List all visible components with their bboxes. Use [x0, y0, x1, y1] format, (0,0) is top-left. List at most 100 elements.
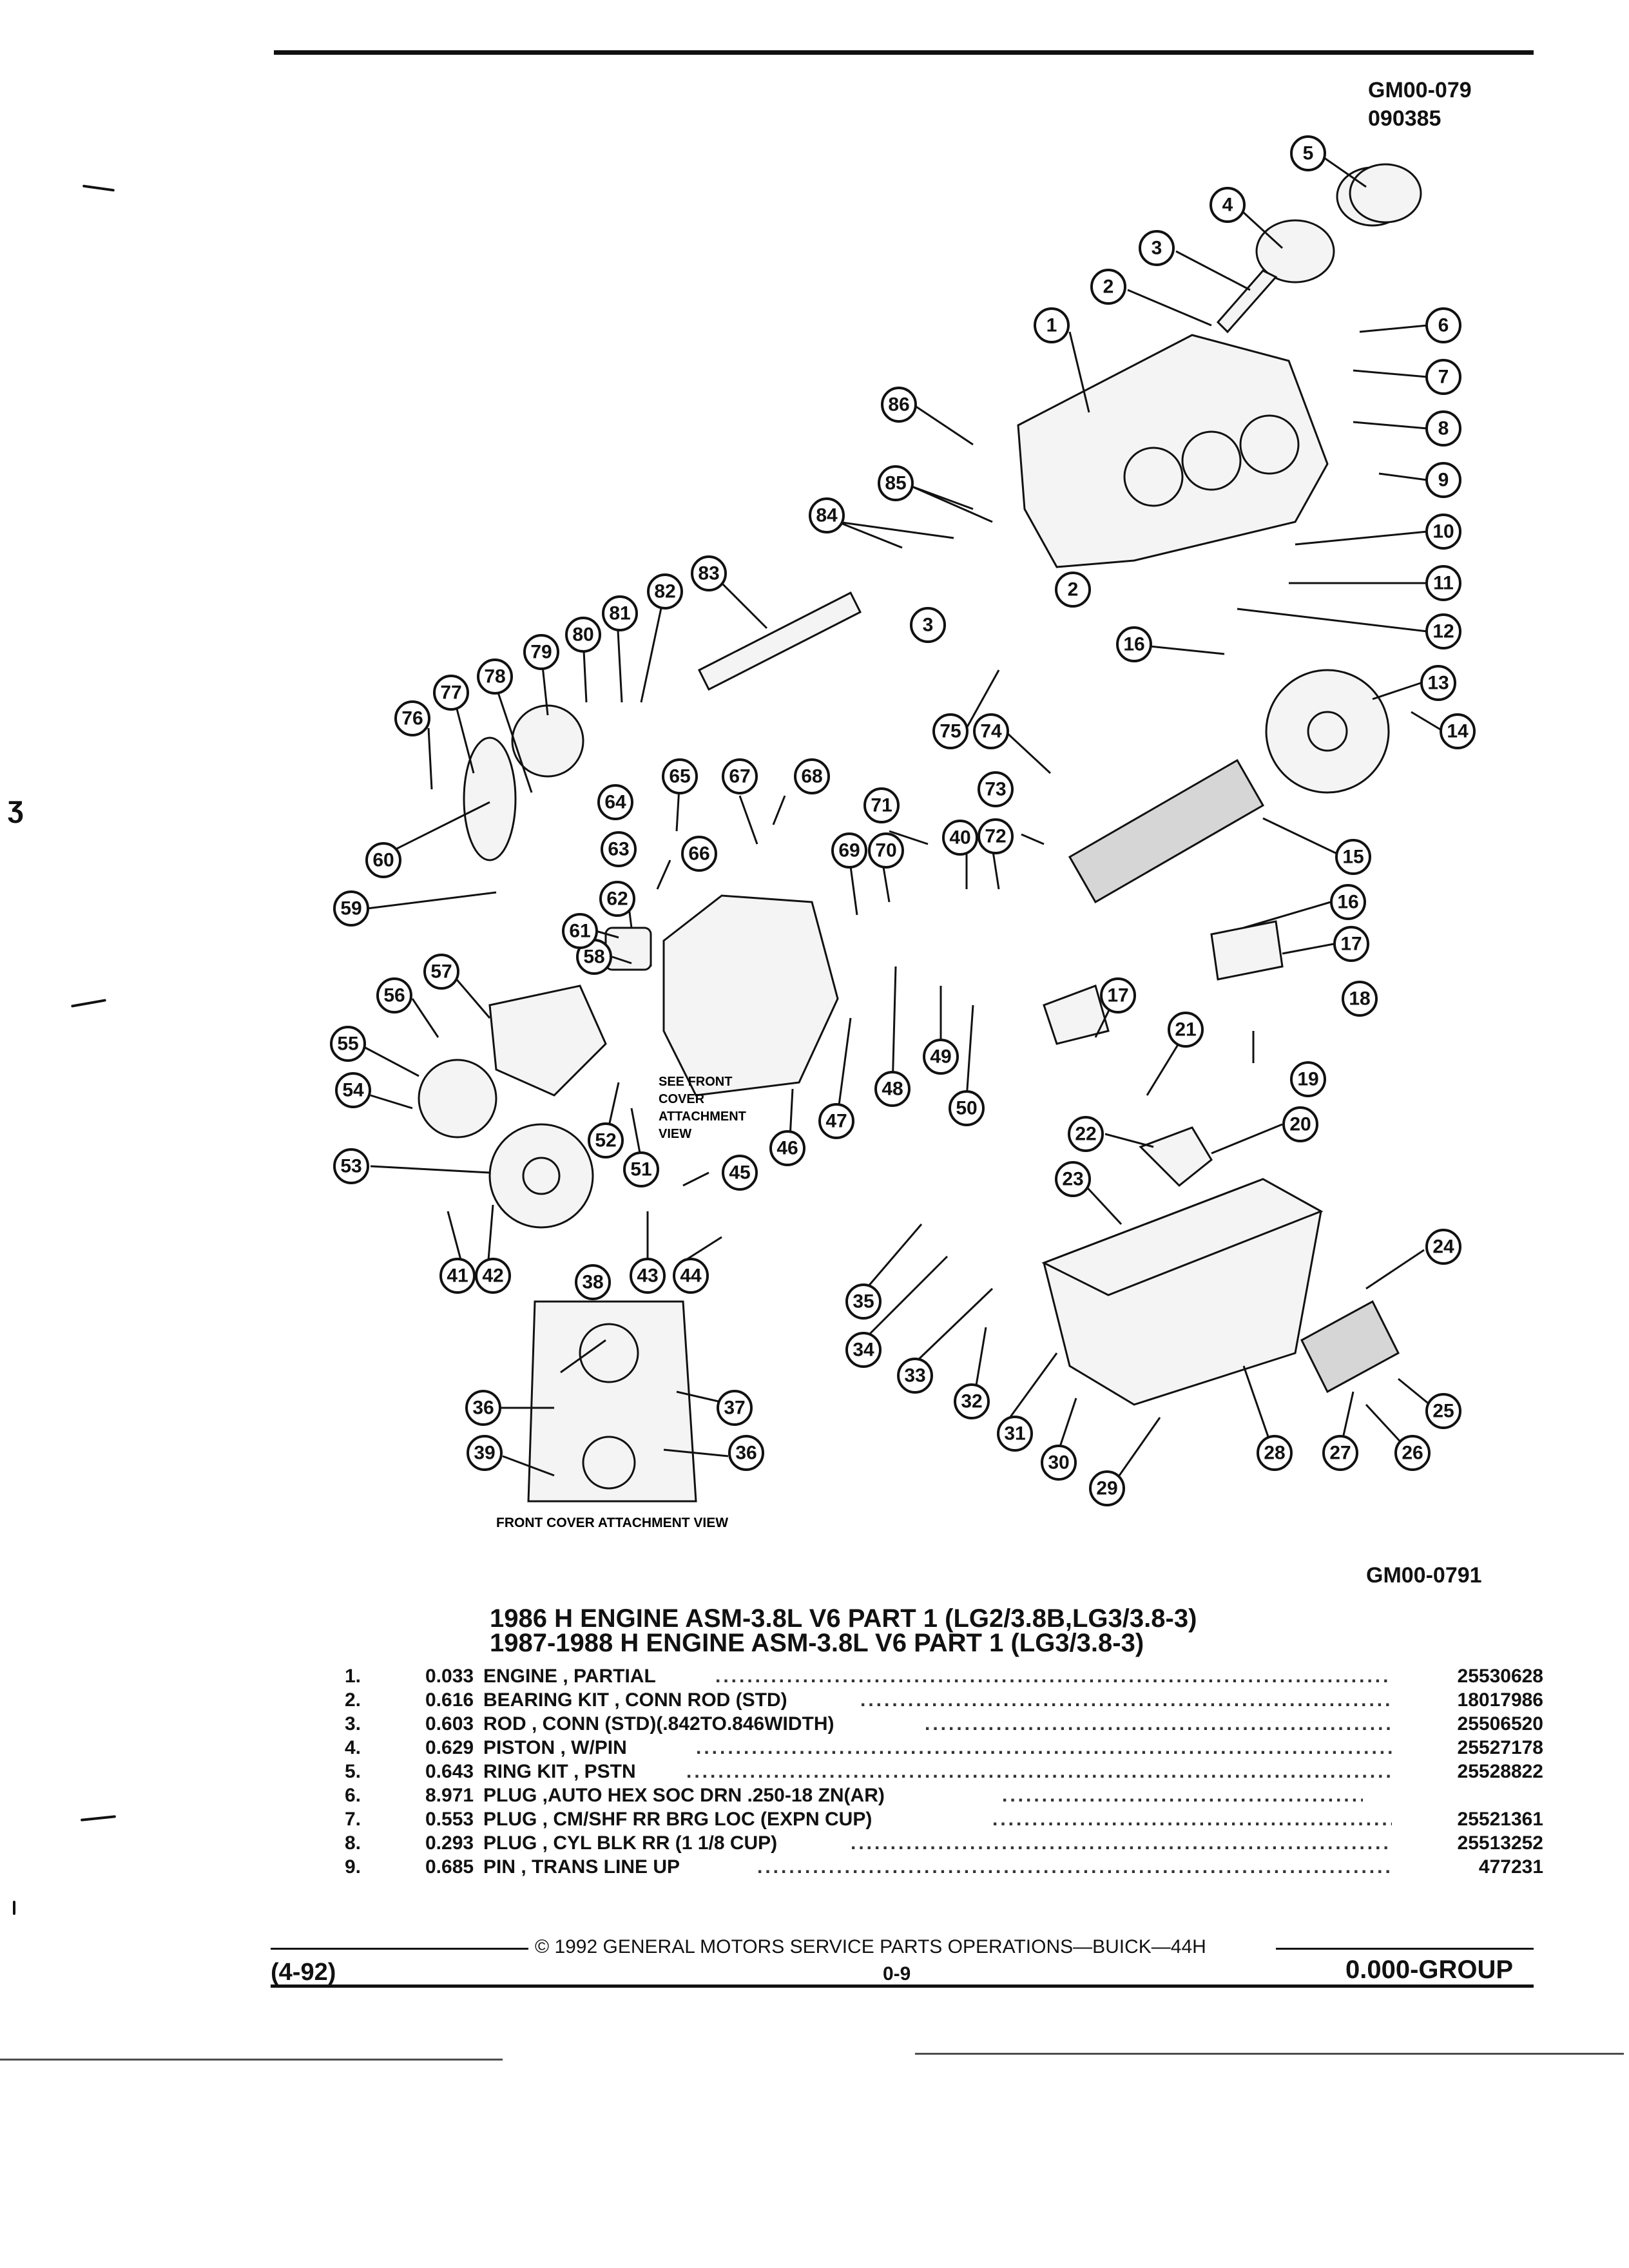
callout-7: 7 — [1425, 359, 1461, 395]
camshaft — [697, 591, 862, 691]
callout-27: 27 — [1322, 1435, 1358, 1471]
callout-78: 78 — [477, 658, 513, 695]
callout-18: 18 — [1342, 981, 1378, 1017]
svg-text:51: 51 — [630, 1159, 651, 1180]
figure-ref-code: GM00-079 — [1368, 78, 1472, 102]
footer-rule-left — [271, 1948, 528, 1950]
item-description: PLUG , CYL BLK RR (1 1/8 CUP) — [483, 1832, 778, 1854]
svg-text:63: 63 — [608, 839, 629, 860]
svg-text:20: 20 — [1289, 1114, 1311, 1135]
svg-text:3: 3 — [1152, 238, 1162, 259]
callout-47: 47 — [818, 1103, 854, 1139]
callout-45: 45 — [722, 1155, 758, 1191]
margin-glyph: ʒ — [8, 790, 24, 823]
callout-19: 19 — [1290, 1061, 1326, 1097]
leader-dots: ........................................… — [925, 1713, 1392, 1735]
callout-35: 35 — [845, 1283, 882, 1320]
cylinder-bore — [1239, 414, 1300, 475]
leader-dots: ........................................… — [757, 1856, 1392, 1878]
svg-text:30: 30 — [1048, 1452, 1069, 1474]
callout-73: 73 — [978, 771, 1014, 807]
callout-72: 72 — [978, 818, 1014, 854]
svg-text:77: 77 — [440, 682, 461, 704]
callout-46: 46 — [769, 1130, 805, 1166]
callout-49: 49 — [923, 1039, 959, 1075]
callout-56: 56 — [376, 977, 412, 1014]
svg-text:83: 83 — [698, 563, 719, 584]
svg-text:23: 23 — [1062, 1169, 1083, 1190]
item-part-number: 18017986 — [1457, 1689, 1543, 1711]
item-description: PLUG ,AUTO HEX SOC DRN .250-18 ZN(AR) — [483, 1785, 885, 1806]
svg-text:16: 16 — [1337, 892, 1358, 913]
callout-13: 13 — [1420, 665, 1456, 701]
svg-text:24: 24 — [1432, 1236, 1454, 1258]
svg-text:55: 55 — [337, 1033, 358, 1055]
callout-3: 3 — [1139, 230, 1175, 266]
callout-84: 84 — [809, 497, 845, 533]
item-code: 0.643 — [425, 1761, 474, 1782]
callout-61: 61 — [562, 913, 598, 949]
leader-dots: ........................................… — [992, 1809, 1392, 1830]
svg-text:74: 74 — [980, 721, 1002, 742]
front-cover — [662, 894, 839, 1097]
item-code: 0.033 — [425, 1666, 474, 1687]
svg-text:27: 27 — [1329, 1443, 1351, 1464]
header-rule — [274, 50, 1534, 55]
svg-text:59: 59 — [340, 898, 361, 919]
svg-text:43: 43 — [637, 1265, 658, 1287]
copyright-notice: © 1992 GENERAL MOTORS SERVICE PARTS OPER… — [535, 1936, 1206, 1957]
svg-text:29: 29 — [1096, 1478, 1117, 1499]
piston — [1255, 219, 1335, 284]
callout-8: 8 — [1425, 410, 1461, 447]
svg-text:58: 58 — [583, 947, 604, 968]
svg-text:7: 7 — [1438, 367, 1449, 388]
parts-list-row: 2. 0.616 BEARING KIT , CONN ROD (STD) ..… — [345, 1689, 1543, 1713]
oil-filter — [604, 927, 652, 971]
svg-text:12: 12 — [1432, 621, 1454, 642]
callout-31: 31 — [997, 1416, 1033, 1452]
main-bearing-cap — [1210, 920, 1284, 981]
svg-text:4: 4 — [1222, 195, 1233, 216]
group-number: 0.000-GROUP — [1345, 1956, 1514, 1984]
svg-text:79: 79 — [530, 642, 552, 663]
item-part-number: 477231 — [1478, 1856, 1543, 1878]
margin-mark — [80, 1815, 117, 1821]
item-description: ROD , CONN (STD)(.842TO.846WIDTH) — [483, 1713, 834, 1735]
oil-pickup — [1139, 1126, 1213, 1187]
callout-3: 3 — [910, 607, 946, 643]
leader-dots: ........................................… — [696, 1737, 1392, 1758]
item-description: ENGINE , PARTIAL — [483, 1666, 656, 1687]
svg-text:42: 42 — [482, 1265, 503, 1287]
parts-list-row: 3. 0.603 ROD , CONN (STD)(.842TO.846WIDT… — [345, 1713, 1543, 1737]
callout-76: 76 — [394, 700, 430, 736]
leader-dots: ........................................… — [686, 1761, 1392, 1782]
item-number: 8. — [345, 1832, 361, 1854]
svg-text:33: 33 — [904, 1365, 925, 1387]
svg-text:85: 85 — [885, 473, 906, 494]
item-part-number: 25530628 — [1457, 1666, 1543, 1687]
callout-40: 40 — [942, 820, 978, 856]
balancer-hub — [522, 1157, 561, 1195]
svg-text:2: 2 — [1103, 276, 1114, 298]
item-part-number: 25521361 — [1457, 1809, 1543, 1830]
callout-9: 9 — [1425, 462, 1461, 498]
svg-text:61: 61 — [569, 921, 590, 942]
parts-list-row: 8. 0.293 PLUG , CYL BLK RR (1 1/8 CUP) .… — [345, 1832, 1543, 1856]
svg-text:34: 34 — [853, 1340, 874, 1361]
callout-77: 77 — [433, 675, 469, 711]
svg-text:19: 19 — [1297, 1069, 1318, 1090]
svg-text:36: 36 — [735, 1443, 757, 1464]
svg-text:18: 18 — [1349, 988, 1370, 1010]
item-part-number: 25506520 — [1457, 1713, 1543, 1735]
callout-75: 75 — [932, 713, 969, 749]
piston-ring — [1349, 163, 1422, 224]
svg-text:16: 16 — [1123, 634, 1144, 655]
item-description: PISTON , W/PIN — [483, 1737, 627, 1758]
svg-text:45: 45 — [729, 1162, 750, 1184]
callout-2: 2 — [1055, 572, 1091, 608]
callout-85: 85 — [878, 465, 914, 501]
page-number: 0-9 — [883, 1963, 911, 1984]
svg-text:41: 41 — [447, 1265, 468, 1287]
svg-text:32: 32 — [961, 1391, 982, 1412]
inset-opening — [582, 1436, 636, 1490]
